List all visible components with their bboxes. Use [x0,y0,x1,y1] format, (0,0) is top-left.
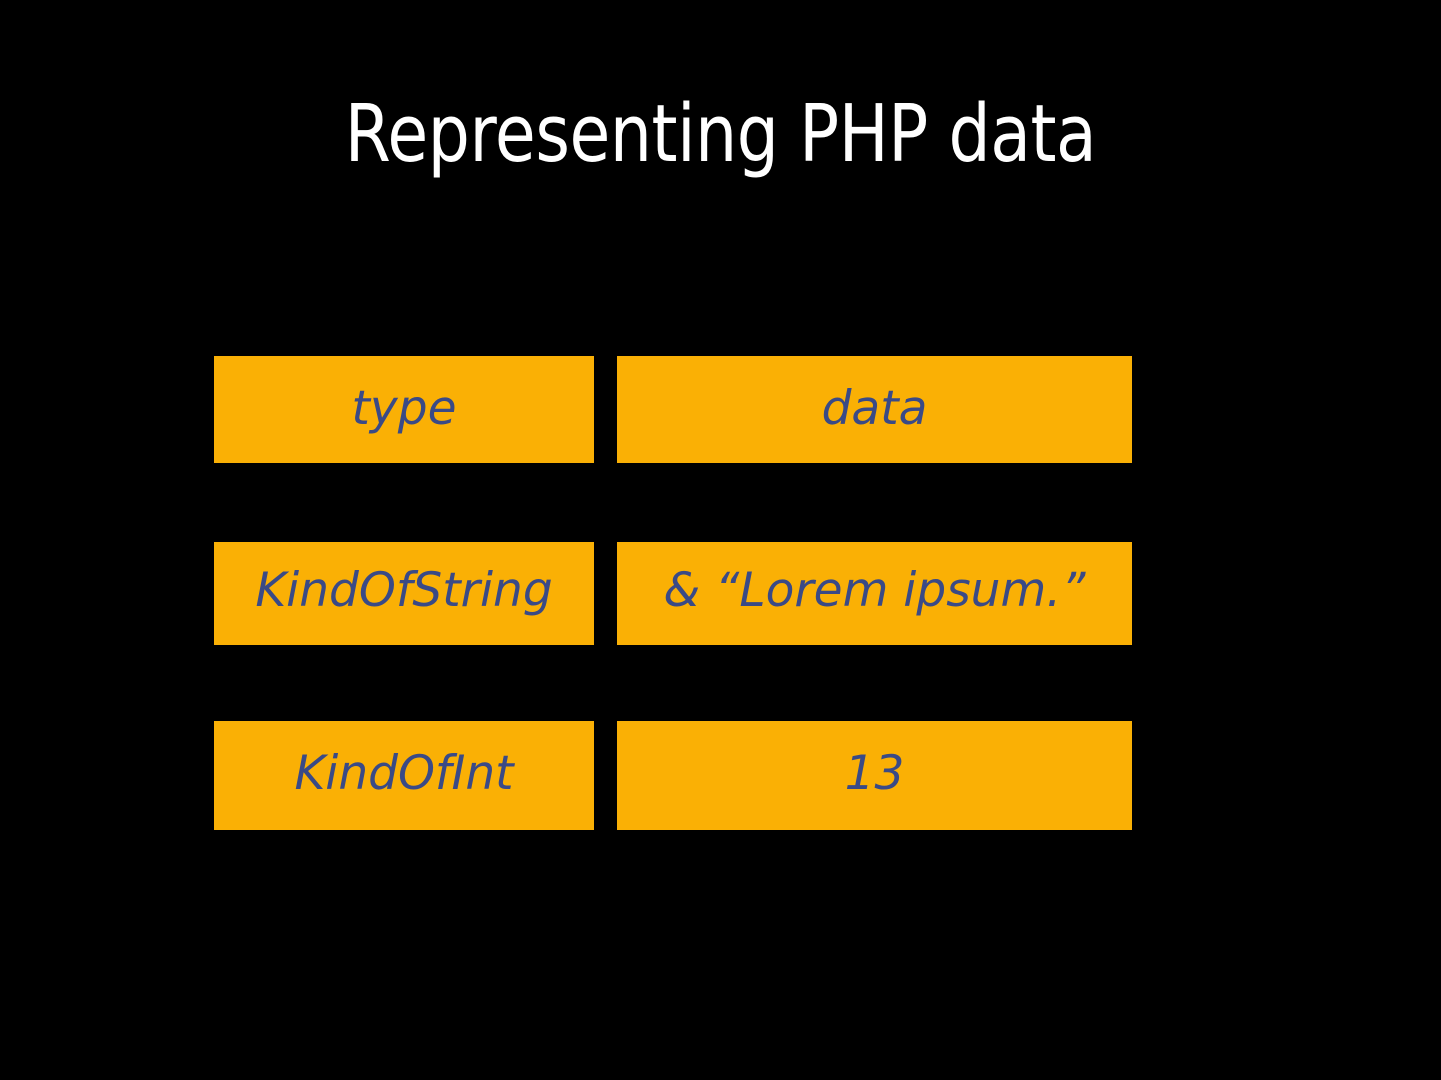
table-row: KindOfString [214,542,594,645]
table-cell-type-kindofint: KindOfInt [294,746,514,801]
table-cell-data-kindofstring: & “Lorem ipsum.” [663,563,1086,618]
table-cell-data-kindofint: 13 [844,746,905,801]
table-header-cell-type: type [214,356,594,463]
table-row: & “Lorem ipsum.” [617,542,1132,645]
table-header-label-type: type [351,381,457,436]
table-header-cell-data: data [617,356,1132,463]
table-row: KindOfInt [214,721,594,830]
table-header-label-data: data [821,381,928,436]
page-title: Representing PHP data [344,88,1097,180]
table-cell-type-kindofstring: KindOfString [255,563,553,618]
table-row: 13 [617,721,1132,830]
